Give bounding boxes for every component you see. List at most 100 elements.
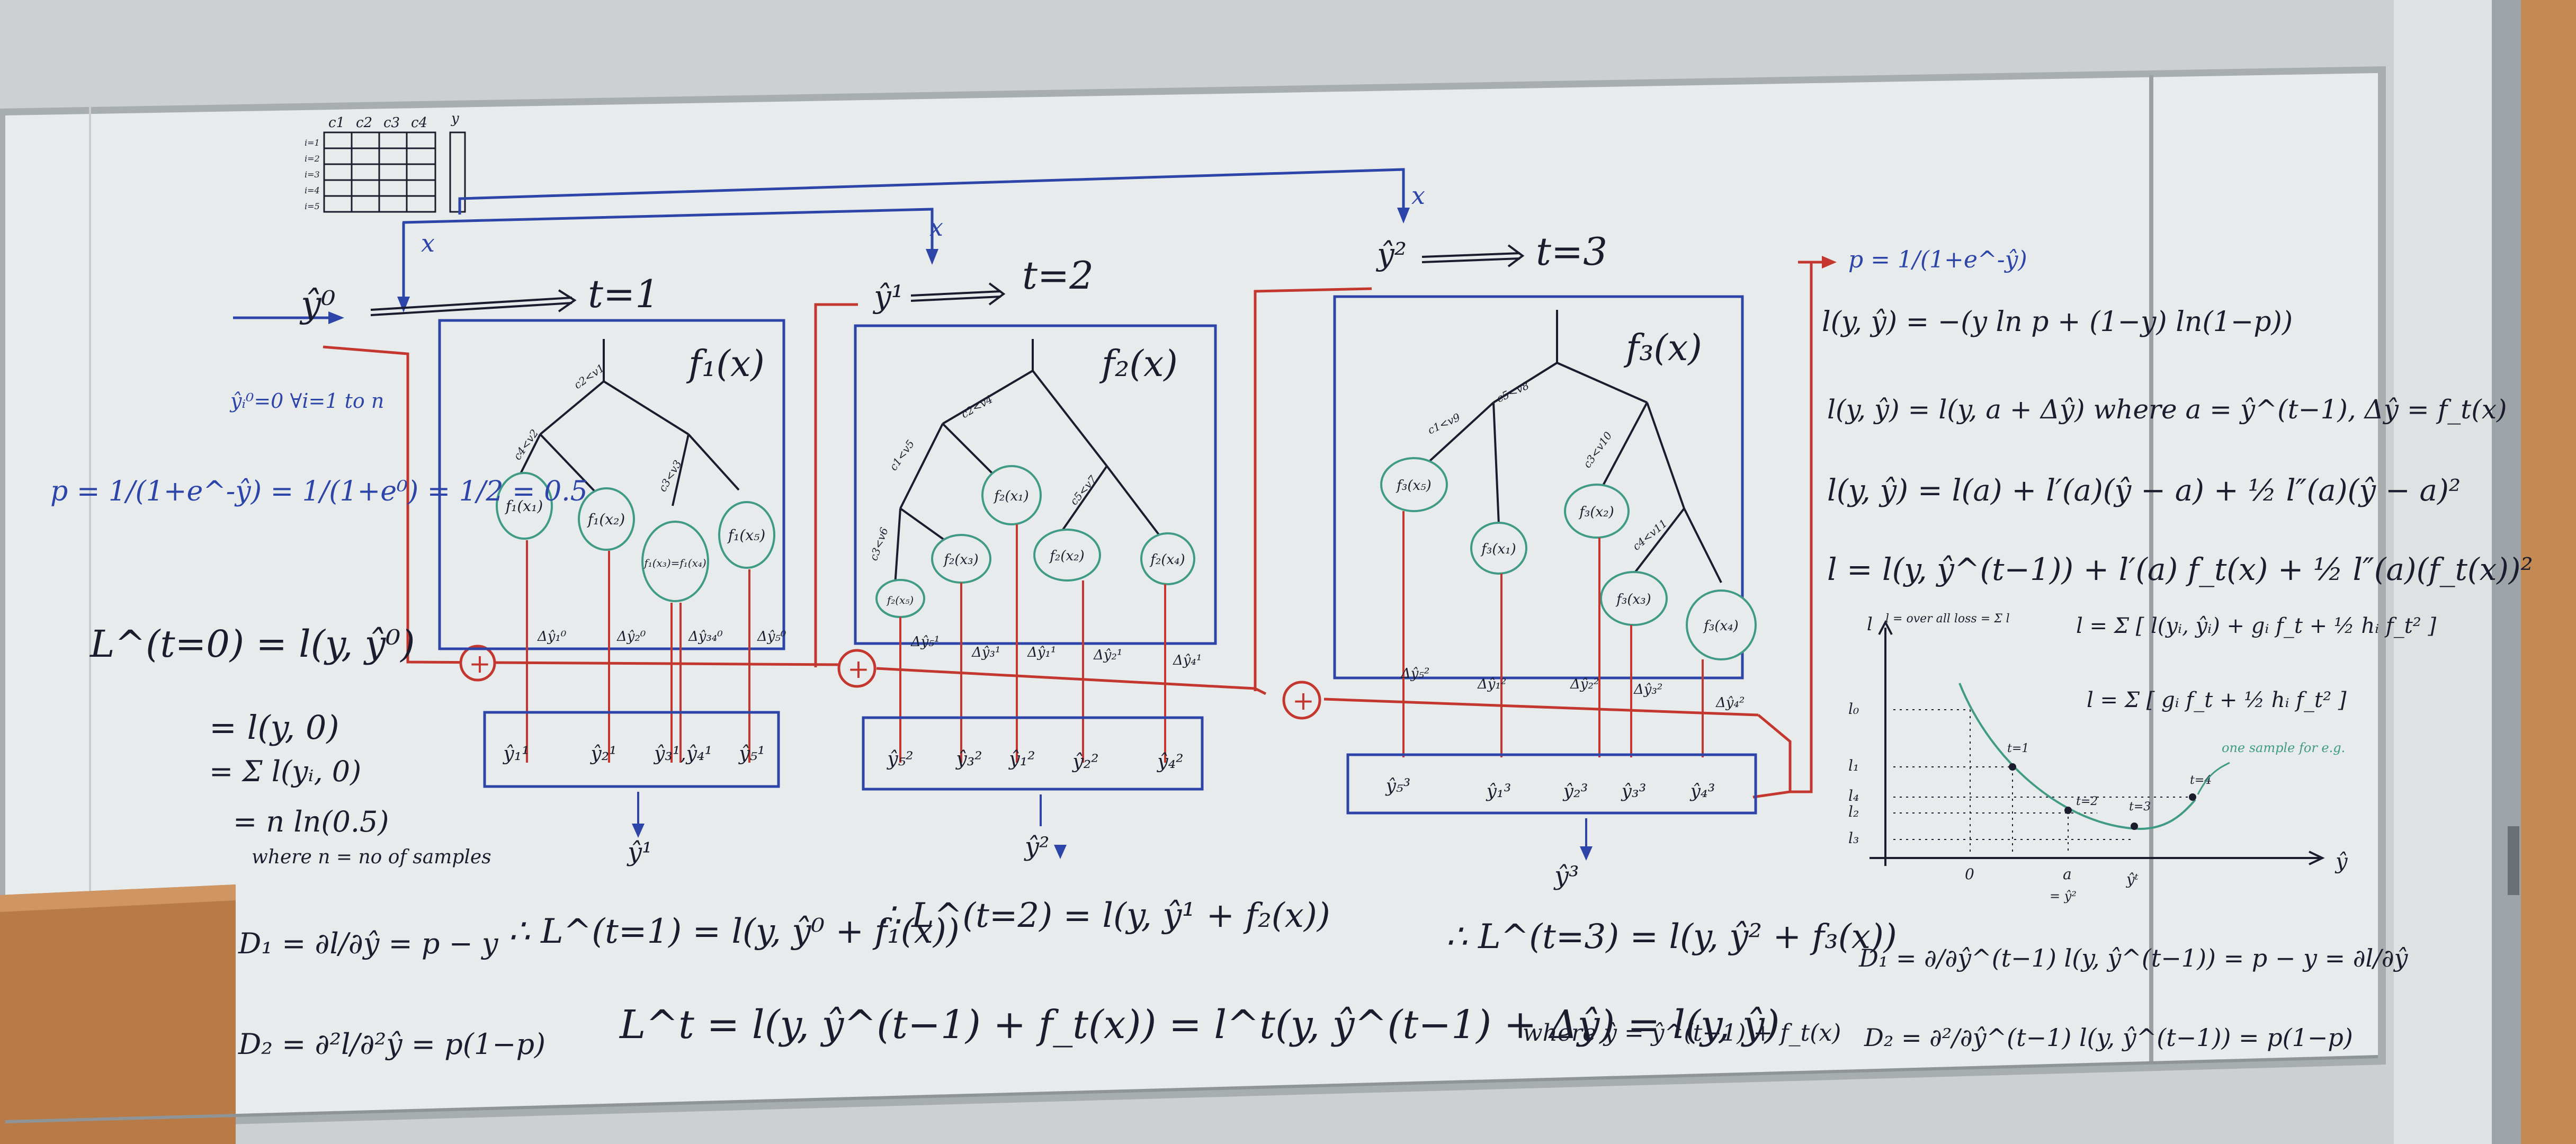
prediction-value: ŷ₁¹ xyxy=(502,743,529,765)
prediction-value: ŷ₅² xyxy=(886,748,913,770)
dataset-col-label: c3 xyxy=(383,115,400,131)
input-x-label: x xyxy=(929,213,943,242)
prediction-label: ŷ² xyxy=(1375,236,1407,272)
board-bottom-edge xyxy=(5,1055,2378,1123)
loss-step: ∴ L^(t=1) = l(y, ŷ⁰ + f₁(x)) xyxy=(508,912,960,951)
sketch-y-tick: l₄ xyxy=(1848,787,1859,805)
loss-left: L^(t=0) = l(y, ŷ⁰) = l(y, 0) = Σ l(yᵢ, 0… xyxy=(89,622,545,1061)
leaf-label: f₂(x₁) xyxy=(993,488,1028,504)
leaf-label: f₃(x₂) xyxy=(1578,504,1614,520)
tree-box xyxy=(854,324,1217,645)
leaf-label: f₂(x₃) xyxy=(943,552,978,568)
dataset-labels: c1 c2 c3 c4 y i=1 i=2 i=3 i=4 i=5 xyxy=(305,111,459,211)
leaf-node xyxy=(1033,529,1101,582)
right-derivation: p = 1/(1+e^-ŷ) l(y, ŷ) = −(y ln p + (1−y… xyxy=(1822,246,2533,1052)
delta-label: Δŷ₅⁰ xyxy=(757,629,786,645)
dataset-grid xyxy=(323,131,466,213)
loss-step: ∴ L^(t=2) = l(y, ŷ¹ + f₂(x)) xyxy=(879,896,1330,935)
loss-equation: = l(y, 0) xyxy=(209,708,339,747)
loss-step: ∴ L^(t=3) = l(y, ŷ² + f₃(x)) xyxy=(1446,917,1897,957)
step-label: t=2 xyxy=(1022,253,1094,298)
sketch-y-label: l xyxy=(1867,614,1873,635)
sketch-point-label: t=4 xyxy=(2190,774,2212,787)
dataset-row-label: i=1 xyxy=(305,138,320,148)
input-x-label: x xyxy=(1411,181,1425,210)
door-hinge xyxy=(2508,826,2519,895)
tree-output: ŷ² xyxy=(1024,832,1049,862)
derivative-equation: D₁ = ∂l/∂ŷ = p − y xyxy=(238,927,499,960)
leaf-node xyxy=(718,501,775,569)
tree-title: f₂(x) xyxy=(1099,343,1178,385)
sketch-point-label: t=1 xyxy=(2007,742,2029,755)
leaf-node xyxy=(1380,457,1448,512)
delta-label: Δŷ₁¹ xyxy=(1027,645,1056,660)
sketch-x-label: ŷ xyxy=(2334,850,2348,874)
door xyxy=(2521,0,2576,1144)
tree-panel-3: f₃(x) c5<v8 c1<v9 c3<v10 c4<v11 f₃(x₅) f… xyxy=(1333,295,1757,891)
plus-symbol: + xyxy=(847,654,870,684)
loss-equation: = n ln(0.5) xyxy=(233,805,389,838)
loss-curve-sketch: l ŷ l₀ l₁ l₄ l₂ l₃ 0 a ŷᵗ = ŷ² t= xyxy=(1848,614,2348,904)
sum-loss-simplified: l = Σ [ gᵢ f_t + ½ hᵢ f_t² ] xyxy=(2087,688,2347,712)
plus-symbol: + xyxy=(1292,685,1314,716)
taylor-expansion: l(y, ŷ) = l(a) + l′(a)(ŷ − a) + ½ l″(a)(… xyxy=(1827,473,2461,508)
plus-nodes: + + + xyxy=(459,645,1321,720)
leaf-node xyxy=(1600,571,1668,626)
prediction-value: ŷ₂² xyxy=(1071,751,1098,773)
leaf-label: f₁(x₃)=f₁(x₄) xyxy=(643,557,706,569)
sketch-point-label: t=3 xyxy=(2129,800,2151,814)
sketch-y-tick: l₀ xyxy=(1848,700,1859,718)
prediction-value: ŷ₃² xyxy=(955,748,982,770)
overall-loss-note: l = over all loss = Σ l xyxy=(1885,612,2010,625)
leaf-node xyxy=(981,465,1042,525)
input-labels: x x x xyxy=(421,181,1425,257)
delta-label: Δŷ₄¹ xyxy=(1173,653,1202,668)
prediction-value: ŷ₂³ xyxy=(1562,781,1588,802)
tree-panel-1: f₁(x) c2<v1 c4<v2 c3<v3 f₁(x₁) f₁(x₂) f₁… xyxy=(438,319,786,867)
prediction-value: ŷ₂¹ xyxy=(589,743,616,765)
sketch-point xyxy=(2131,823,2138,830)
leaf-node xyxy=(1686,589,1757,660)
cabinet xyxy=(0,884,236,1144)
derivative-second: D₂ = ∂²/∂ŷ^(t−1) l(y, ŷ^(t−1)) = p(1−p) xyxy=(1864,1023,2353,1052)
prediction-value: ŷ₃³ xyxy=(1621,781,1646,802)
sketch-y-tick: l₁ xyxy=(1848,757,1859,774)
sketch-point xyxy=(2064,807,2072,814)
sketch-y-tick: l₂ xyxy=(1848,803,1859,820)
input-x-label: x xyxy=(421,229,435,257)
tree-box xyxy=(438,319,785,650)
tree-box xyxy=(1333,295,1744,680)
dataset-col-label: c2 xyxy=(356,115,372,131)
input-routing xyxy=(233,168,1405,319)
step-label: t=1 xyxy=(588,272,659,316)
step-headers: ŷ⁰ t=1 ŷ¹ t=2 ŷ² t=3 xyxy=(299,229,1607,326)
loss-equation: L^(t=0) = l(y, ŷ⁰) xyxy=(89,622,415,666)
prediction-value: ŷ₄³ xyxy=(1689,781,1715,802)
leaf-node xyxy=(641,521,709,602)
leaf-label: f₂(x₅) xyxy=(886,594,914,606)
leaf-label: f₂(x₄) xyxy=(1149,552,1185,568)
sketch-x-tick: a xyxy=(2063,865,2072,883)
tree-output: ŷ¹ xyxy=(627,837,652,867)
sketch-point xyxy=(2189,793,2196,801)
prediction-box xyxy=(862,716,1204,791)
sum-node xyxy=(459,645,496,682)
delta-label: Δŷ₅² xyxy=(1400,666,1429,682)
leaf-label: f₁(x₁) xyxy=(505,497,543,515)
dataset-row-label: i=3 xyxy=(305,169,320,180)
sketch-loss-curve xyxy=(1958,683,2196,830)
red-arrowhead xyxy=(1822,256,1837,269)
delta-label: Δŷ₃² xyxy=(1633,682,1662,698)
init-condition: ŷᵢ⁰=0 ∀i=1 to n xyxy=(229,389,384,413)
sketch-x-tick: ŷᵗ xyxy=(2125,871,2139,888)
delta-label: Δŷ₃₄⁰ xyxy=(688,629,723,645)
prediction-box xyxy=(483,711,780,788)
prediction-value: ŷ₁² xyxy=(1008,748,1035,770)
dataset-row-label: i=5 xyxy=(305,201,320,211)
sigmoid-formula: p = 1/(1+e^-ŷ) xyxy=(1848,246,2027,273)
delta-label: Δŷ₂⁰ xyxy=(616,629,646,645)
leaf-node xyxy=(1564,484,1630,539)
sketch-x-tick: 0 xyxy=(1965,865,1974,883)
init-probability: p = 1/(1+e^-ŷ) = 1/(1+e⁰) = 1/2 = 0.5 xyxy=(50,476,588,507)
